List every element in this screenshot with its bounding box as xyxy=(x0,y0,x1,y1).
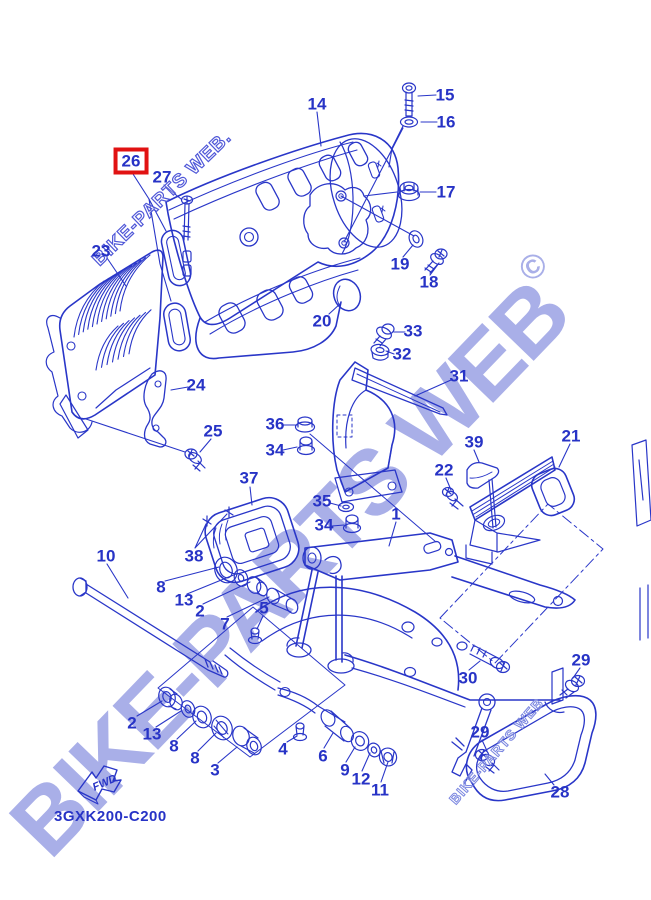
pivot-parts-top xyxy=(214,556,299,645)
part-label-19[interactable]: 19 xyxy=(390,254,410,274)
part-label-16[interactable]: 16 xyxy=(436,112,456,132)
bolt-33 xyxy=(373,323,395,347)
part-label-8[interactable]: 8 xyxy=(190,748,200,768)
part-label-22[interactable]: 22 xyxy=(434,460,454,480)
link-arm xyxy=(451,693,496,785)
part-label-8[interactable]: 8 xyxy=(156,577,166,597)
part-label-28[interactable]: 28 xyxy=(550,782,570,802)
part-label-12[interactable]: 12 xyxy=(351,769,371,789)
part-label-34[interactable]: 34 xyxy=(314,515,334,535)
part-label-20[interactable]: 20 xyxy=(312,311,332,331)
part-label-2[interactable]: 2 xyxy=(127,713,137,733)
part-label-11[interactable]: 11 xyxy=(371,780,389,800)
diagram-code: 3GXK200-C200 xyxy=(54,808,167,825)
part-label-5[interactable]: 5 xyxy=(259,598,269,618)
washer-16 xyxy=(399,116,419,128)
part-label-3[interactable]: 3 xyxy=(210,760,220,780)
part-label-4[interactable]: 4 xyxy=(278,739,288,759)
part-label-25[interactable]: 25 xyxy=(203,421,223,441)
bracket-24 xyxy=(143,370,167,448)
part-label-10[interactable]: 10 xyxy=(96,546,116,566)
swingarm-1 xyxy=(224,439,651,723)
part-label-23[interactable]: 23 xyxy=(91,241,111,261)
part-label-29[interactable]: 29 xyxy=(470,722,490,742)
frame-parts-right xyxy=(292,709,398,767)
axle-10 xyxy=(72,577,229,678)
part-label-24[interactable]: 24 xyxy=(186,375,206,395)
part-label-17[interactable]: 17 xyxy=(436,182,456,202)
part-label-32[interactable]: 32 xyxy=(392,344,412,364)
bolt-25 xyxy=(184,448,206,472)
part-label-9[interactable]: 9 xyxy=(340,760,350,780)
bolt-22 xyxy=(441,486,464,510)
fwd-arrow: FWD xyxy=(77,765,122,805)
part-label-18[interactable]: 18 xyxy=(419,272,439,292)
part-label-14[interactable]: 14 xyxy=(307,94,327,114)
washer-32 xyxy=(370,343,390,361)
footrest-21 xyxy=(439,456,604,664)
bolt-29-right xyxy=(559,674,586,699)
part-label-7[interactable]: 7 xyxy=(220,614,230,634)
part-label-13[interactable]: 13 xyxy=(174,590,194,610)
part-label-35[interactable]: 35 xyxy=(312,491,332,511)
pivot-parts-bottom xyxy=(157,606,346,758)
part-label-13[interactable]: 13 xyxy=(142,724,162,744)
cover-37 xyxy=(204,496,300,584)
bolt-18 xyxy=(424,248,448,274)
part-label-6[interactable]: 6 xyxy=(318,746,328,766)
bolt-27 xyxy=(180,195,194,277)
part-label-8[interactable]: 8 xyxy=(169,736,179,756)
part-label-29[interactable]: 29 xyxy=(571,650,591,670)
part-label-21[interactable]: 21 xyxy=(561,426,581,446)
bolt-30 xyxy=(431,637,511,674)
part-label-33[interactable]: 33 xyxy=(403,321,423,341)
grommets-34-35-36 xyxy=(294,416,437,543)
bolt-15 xyxy=(401,82,417,117)
part-label-38[interactable]: 38 xyxy=(184,546,204,566)
gasket-rings-26 xyxy=(160,229,192,352)
part-label-34[interactable]: 34 xyxy=(265,440,285,460)
part-label-1[interactable]: 1 xyxy=(391,504,401,524)
part-label-31[interactable]: 31 xyxy=(449,366,469,386)
engine-guard-28 xyxy=(465,667,597,802)
part-label-39[interactable]: 39 xyxy=(464,432,484,452)
duct-31 xyxy=(331,361,448,503)
part-label-36[interactable]: 36 xyxy=(265,414,285,434)
rubber-39 xyxy=(466,462,500,529)
part-label-26[interactable]: 26 xyxy=(113,147,149,175)
part-label-37[interactable]: 37 xyxy=(239,468,259,488)
leader-lines xyxy=(85,94,581,786)
part-label-2[interactable]: 2 xyxy=(195,601,205,621)
part-label-15[interactable]: 15 xyxy=(435,85,455,105)
heat-shield-14 xyxy=(165,132,403,360)
part-label-27[interactable]: 27 xyxy=(152,167,172,187)
part-label-30[interactable]: 30 xyxy=(458,668,478,688)
muffler-23 xyxy=(45,249,164,439)
nut-17 xyxy=(397,181,421,202)
pins-38 xyxy=(202,506,234,527)
bolt-29-left xyxy=(474,748,500,774)
washer-19 xyxy=(408,230,424,248)
